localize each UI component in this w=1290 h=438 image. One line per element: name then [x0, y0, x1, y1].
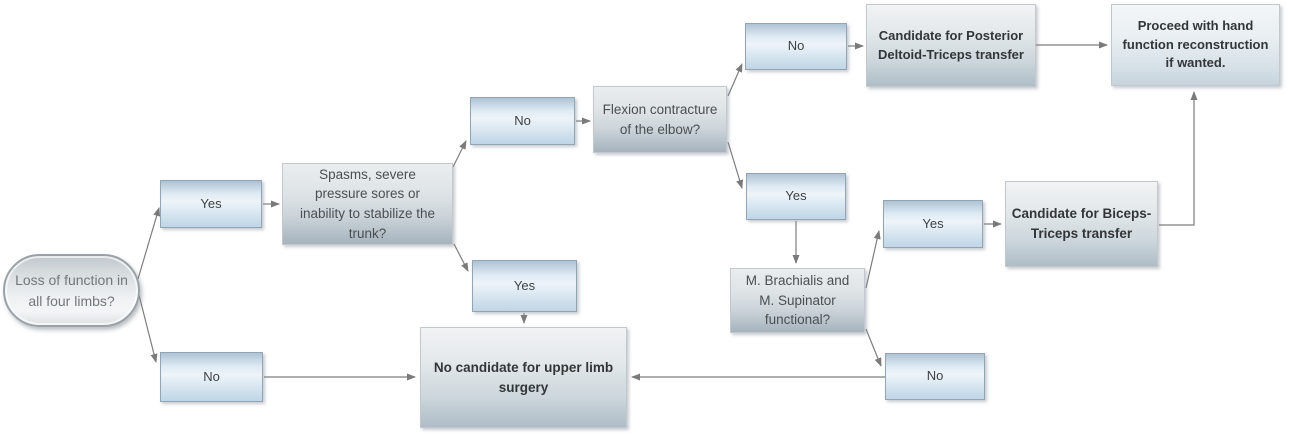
node-flexion-label: Flexion contracture of the elbow?: [602, 101, 718, 137]
node-proceed-hand-label: Proceed with hand function reconstructio…: [1122, 17, 1269, 71]
node-yes2-label: Yes: [513, 277, 536, 293]
node-no3: No: [745, 23, 847, 70]
node-spasms-label: Spasms, severe pressure sores or inabili…: [299, 166, 436, 241]
node-flexion: Flexion contracture of the elbow?: [593, 86, 727, 153]
node-yes3-label: Yes: [785, 188, 807, 204]
node-candidate-biceps-label: Candidate for Biceps-Triceps transfer: [1011, 206, 1152, 241]
edge-spasms-to-no2: [452, 140, 467, 168]
node-no-candidate-label: No candidate for upper limb surgery: [433, 359, 614, 395]
node-no4-label: No: [926, 368, 944, 384]
edge-spasms-to-yes2: [453, 243, 469, 272]
node-candidate-posterior: Candidate for Posterior Deltoid-Triceps …: [866, 4, 1036, 87]
node-start-label: Loss of function in all four limbs?: [15, 272, 128, 309]
node-no1: No: [160, 352, 263, 402]
node-no2: No: [470, 97, 575, 145]
node-yes4: Yes: [883, 200, 983, 248]
node-spasms: Spasms, severe pressure sores or inabili…: [282, 163, 453, 245]
node-candidate-posterior-label: Candidate for Posterior Deltoid-Triceps …: [878, 27, 1024, 62]
node-brachialis: M. Brachialis and M. Supinator functiona…: [730, 268, 865, 333]
node-no2-label: No: [514, 112, 531, 128]
edge-start-to-yes1: [137, 207, 161, 280]
node-candidate-biceps: Candidate for Biceps-Triceps transfer: [1005, 181, 1158, 267]
edge-brachialis-to-yes4: [865, 230, 881, 289]
edge-start-to-no1: [137, 290, 158, 363]
edge-flexion-to-no3: [727, 63, 743, 97]
edge-flexion-to-yes3: [727, 141, 744, 189]
edge-candidate-biceps-to-proceed: [1159, 91, 1198, 226]
node-yes3: Yes: [746, 173, 846, 220]
node-no3-label: No: [787, 38, 805, 54]
node-no-candidate: No candidate for upper limb surgery: [420, 327, 627, 428]
node-start: Loss of function in all four limbs?: [3, 254, 140, 327]
node-brachialis-label: M. Brachialis and M. Supinator functiona…: [745, 273, 850, 328]
node-yes4-label: Yes: [922, 215, 944, 231]
node-yes1: Yes: [160, 180, 262, 228]
node-yes1-label: Yes: [200, 195, 222, 211]
node-yes2: Yes: [472, 260, 577, 312]
node-no4: No: [885, 353, 985, 400]
node-no1-label: No: [203, 368, 220, 384]
edge-brachialis-to-no4: [865, 328, 882, 367]
node-proceed-hand: Proceed with hand function reconstructio…: [1111, 4, 1280, 86]
